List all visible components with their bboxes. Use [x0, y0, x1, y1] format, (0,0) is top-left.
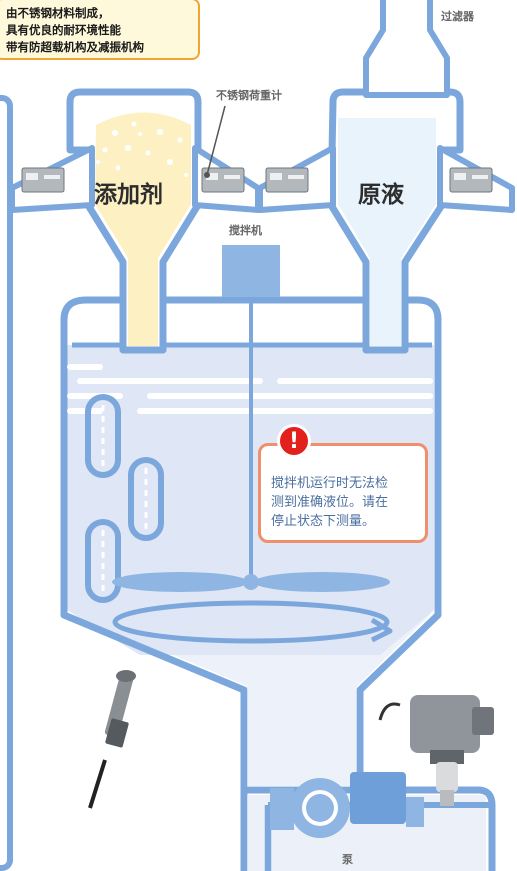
- bubble-columns: [85, 394, 164, 603]
- additive-label: 添加剂: [94, 182, 163, 208]
- pump-icon: [270, 772, 424, 838]
- raw-liquid-label: 原液: [358, 182, 404, 208]
- warning-line: 停止状态下测量。: [271, 514, 376, 529]
- agitator-blade-right: [254, 572, 390, 592]
- load-cell-pointer: [206, 105, 226, 176]
- warning-line: 搅拌机运行时无法检: [271, 476, 389, 491]
- exclamation-icon: !: [277, 424, 311, 458]
- left-pipe: [0, 95, 13, 871]
- filter-label: 过滤器: [441, 10, 474, 23]
- swirl-arrowhead: [370, 617, 393, 643]
- filter: [363, 0, 450, 98]
- note-box: 由不锈钢材料制成， 具有优良的耐环境性能 带有防超载机构及减振机构: [0, 0, 200, 60]
- warning-symbol: !: [288, 429, 300, 454]
- warning-box: 搅拌机运行时无法检 测到准确液位。请在 停止状态下测量。: [258, 443, 428, 543]
- agitator-motor: [222, 245, 280, 297]
- note-line: 具有优良的耐环境性能: [6, 23, 121, 37]
- pump-label: 泵: [342, 853, 353, 866]
- additive-liquid: [95, 112, 191, 346]
- additive-bubbles: [96, 121, 188, 177]
- load-cell-label: 不锈钢荷重计: [216, 89, 282, 102]
- note-line: 由不锈钢材料制成，: [6, 6, 110, 20]
- note-line: 带有防超载机构及减振机构: [6, 40, 144, 54]
- level-sensor-icon: [88, 670, 136, 809]
- agitator-label: 搅拌机: [229, 224, 262, 237]
- warning-line: 测到准确液位。请在: [271, 495, 389, 510]
- pressure-transmitter-icon: [378, 695, 494, 806]
- agitator-blade-left: [112, 572, 248, 592]
- swirl-arrow: [112, 600, 390, 644]
- liquid-streaks: [67, 364, 433, 414]
- agitator-hub: [243, 574, 259, 590]
- raw-liquid: [338, 118, 436, 346]
